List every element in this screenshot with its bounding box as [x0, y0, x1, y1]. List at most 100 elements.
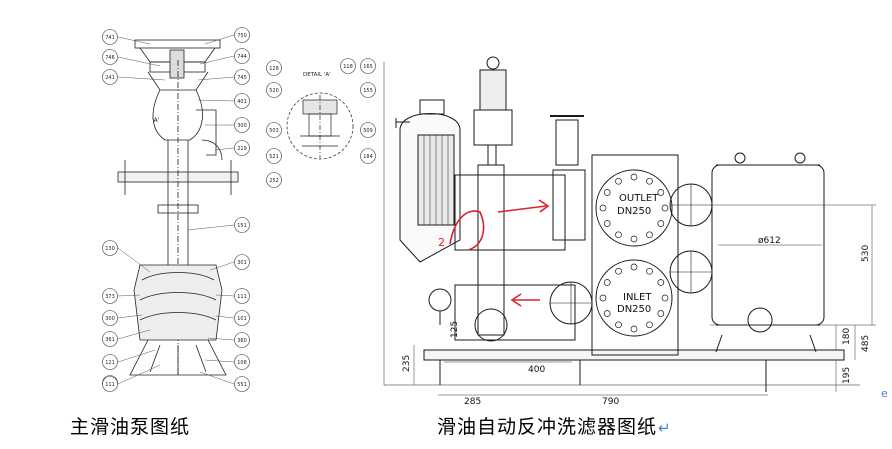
- edge-mark: e: [881, 387, 888, 400]
- detail-bubble-left: 252: [266, 172, 282, 188]
- part-number: 520: [269, 88, 279, 94]
- part-number: 503: [269, 128, 279, 134]
- filter-valve-bonnet: [555, 119, 579, 166]
- detail-a-title: DETAIL 'A': [303, 72, 331, 78]
- detail-bubble-right: 184: [360, 148, 376, 164]
- dim-125: 125: [450, 321, 460, 338]
- filter-actuator-top: [486, 56, 500, 70]
- flow-arrow-outlet-head: [538, 199, 550, 213]
- part-bubble-right: 101: [234, 310, 250, 326]
- part-number: 101: [237, 316, 247, 322]
- flange-bolt: [615, 321, 622, 329]
- part-number: 111: [105, 382, 115, 388]
- flow-arrow-outlet: [497, 205, 547, 213]
- part-number: 241: [105, 75, 115, 81]
- part-bubble-right: 401: [234, 93, 250, 109]
- flange-bolt: [615, 231, 622, 239]
- pump-coupling: [169, 49, 185, 79]
- detail-a-circle: [286, 92, 354, 160]
- dim-790: 790: [602, 397, 619, 407]
- flange-bolt: [657, 310, 665, 317]
- dim-400: 400: [528, 365, 545, 375]
- part-number: 401: [237, 99, 247, 105]
- filter-caption-text: 滑油自动反冲洗滤器图纸: [437, 416, 658, 438]
- valve-cross-lines: [550, 184, 712, 324]
- part-bubble-right: 551: [234, 376, 250, 392]
- part-number: 252: [269, 178, 279, 184]
- part-bubble-left: 130: [102, 240, 118, 256]
- pump-leader-lines: [117, 34, 235, 385]
- flange-bolt: [599, 294, 607, 302]
- part-number: 300: [237, 123, 247, 129]
- filter-main-housing: [454, 174, 566, 251]
- inlet-flange: [595, 259, 673, 337]
- outlet-label: OUTLET: [619, 193, 659, 204]
- part-number: 521: [269, 154, 279, 160]
- part-number: 373: [105, 294, 115, 300]
- filter-gearbox: [473, 109, 513, 146]
- part-bubble-right: 745: [234, 69, 250, 85]
- part-bubble-right: 108: [234, 354, 250, 370]
- detail-bubble-right: 165: [360, 58, 376, 74]
- detail-bubble-left: 520: [266, 82, 282, 98]
- flange-bolt: [646, 231, 653, 239]
- pump-stage-3: [139, 312, 217, 321]
- filter-tank-feet: [715, 334, 817, 353]
- part-number: 380: [237, 338, 247, 344]
- flow-arrow-curve: [449, 210, 485, 251]
- filter-flange-cabinet: [591, 154, 679, 356]
- filter-vent-valve: [395, 118, 410, 128]
- part-bubble-left: 361: [102, 331, 118, 347]
- part-number: 301: [237, 260, 247, 266]
- tank-diameter-label: ø612: [758, 236, 781, 246]
- detail-bubble-right: 155: [360, 82, 376, 98]
- pump-drawing: [117, 39, 239, 376]
- part-number: 750: [237, 33, 247, 39]
- outlet-flange: [595, 169, 673, 247]
- part-number: 121: [105, 360, 115, 366]
- detail-bubble-left: 521: [266, 148, 282, 164]
- flange-bolt: [630, 173, 638, 181]
- pump-part-bubbles: 7417462411303733003611211611117507447454…: [102, 27, 250, 392]
- flange-bolt: [603, 220, 611, 227]
- dim-530: 530: [861, 245, 871, 262]
- detail-bubble-right: 509: [360, 122, 376, 138]
- pump-caption-text: 主滑油泵图纸: [70, 416, 191, 438]
- pump-discharge-bend: [196, 109, 217, 156]
- detail-bubble-left: 503: [266, 122, 282, 138]
- part-bubble-right: 111: [234, 288, 250, 304]
- filter-drive-shaft: [487, 145, 497, 165]
- part-number: 108: [237, 360, 247, 366]
- flange-bolt: [657, 220, 665, 227]
- part-bubble-left: 241: [102, 69, 118, 85]
- filter-changeover-valve: [552, 169, 586, 241]
- inlet-size: DN250: [617, 304, 651, 315]
- flange-bolt: [615, 267, 622, 275]
- flange-bolt: [646, 267, 653, 275]
- part-bubble-right: 300: [234, 117, 250, 133]
- flow-arrow-inlet-head: [510, 293, 522, 307]
- flange-bolt: [630, 235, 638, 243]
- flange-bolt: [661, 294, 669, 302]
- filter-tank-lug-right: [794, 152, 806, 164]
- pump-bowl-assembly: [133, 264, 223, 341]
- flange-bolt: [599, 204, 607, 212]
- flange-bolt: [646, 177, 653, 185]
- part-number: 745: [237, 75, 247, 81]
- part-bubble-left: 741: [102, 29, 118, 45]
- pump-stage-2: [139, 292, 217, 301]
- flange-bolt-holes: [599, 173, 669, 333]
- detail-a-view: [286, 92, 354, 160]
- dim-485: 485: [861, 335, 871, 352]
- part-number: 130: [105, 246, 115, 252]
- detail-bubble-right: 118: [340, 58, 356, 74]
- detail-a-lines: [300, 135, 340, 147]
- flange-bolt: [630, 325, 638, 333]
- flange-bolt: [646, 321, 653, 329]
- filter-element-lines: [423, 135, 449, 225]
- part-number: 219: [237, 146, 247, 152]
- part-number: 744: [237, 54, 247, 60]
- pump-stage-1: [141, 272, 215, 281]
